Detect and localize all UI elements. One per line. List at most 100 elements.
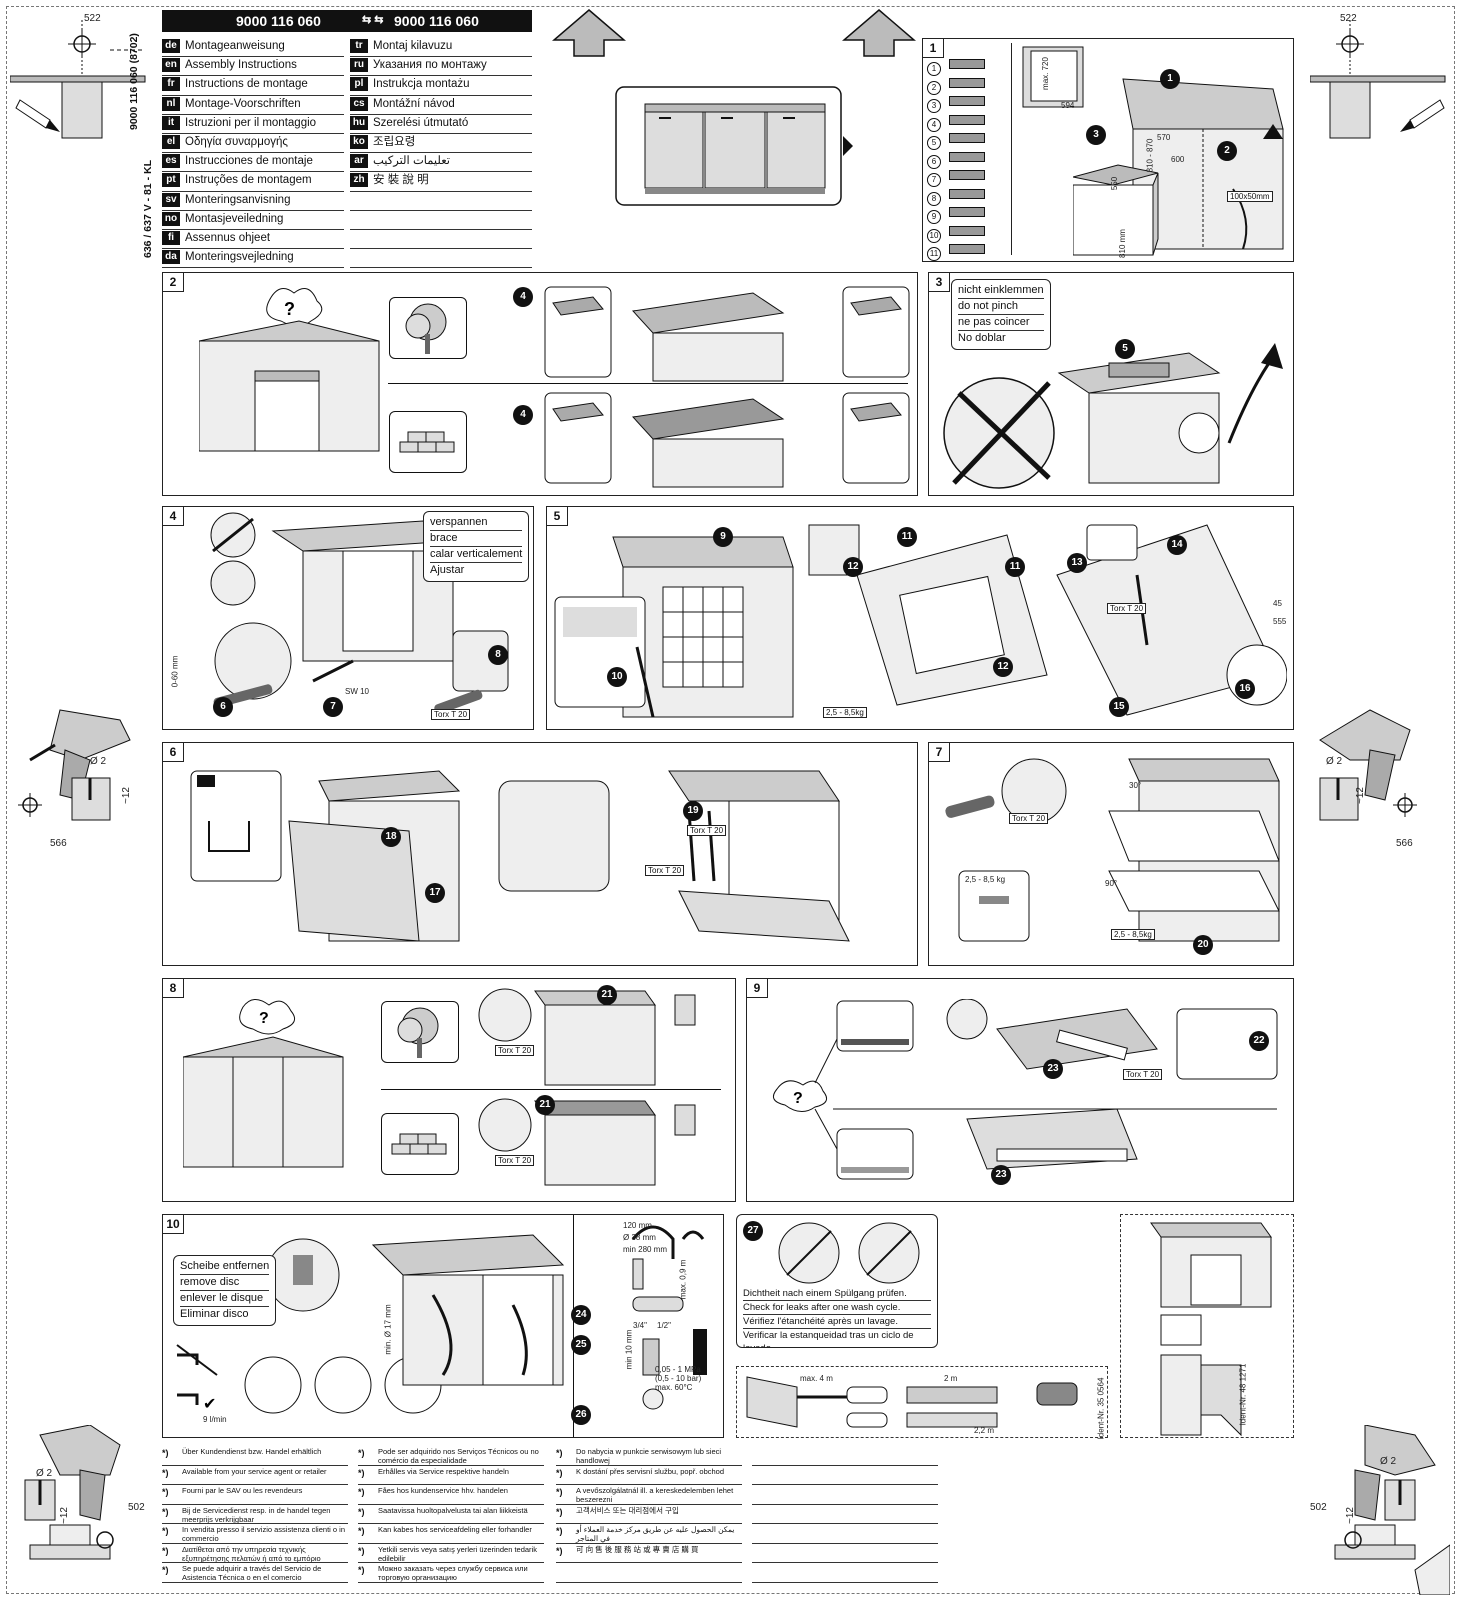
part-item: 10 <box>927 225 985 245</box>
language-row <box>350 211 532 230</box>
panel-number: 6 <box>163 743 184 762</box>
drill-depth-left: ~12 <box>120 787 132 804</box>
step-badge: 15 <box>1109 697 1129 717</box>
language-code: da <box>162 250 180 265</box>
dim-max09: max. 0,9 m <box>678 1259 688 1300</box>
step-panel-7: 7 Torx T 20 30° 90° 2,5 - 8,5 kg 2,5 - 8… <box>928 742 1294 966</box>
ident-number: Ident-Nr. 48 1271 <box>1238 1363 1248 1426</box>
part-item: 5 <box>927 133 985 152</box>
footnote-marker: *) <box>358 1448 365 1458</box>
step-badge: 4 <box>513 287 533 307</box>
footnote-row: *)Yetkili servis veya satış yerleri üzer… <box>358 1544 544 1563</box>
warning-line: No doblar <box>958 332 1006 344</box>
footnote-row: *)고객서비스 또는 대리점에서 구입 <box>556 1505 742 1524</box>
step-badge: 6 <box>213 697 233 717</box>
svg-text:✔: ✔ <box>203 1394 216 1413</box>
svg-text:?: ? <box>284 299 295 319</box>
footnote-text: Über Kundendienst bzw. Handel erhältlich <box>182 1447 322 1456</box>
language-row: ko 조립요령 <box>350 134 532 154</box>
footnote-row <box>752 1505 938 1524</box>
part-icon <box>949 151 985 162</box>
height-adjustment-drawing <box>203 511 523 725</box>
language-code: pl <box>350 77 368 92</box>
torx-label: Torx T 20 <box>1009 813 1049 824</box>
part-item: 11 <box>927 244 985 261</box>
divider <box>381 1089 721 1090</box>
footnote-text: 可 向 售 後 服 務 站 或 專 賣 店 購 買 <box>576 1544 699 1554</box>
footnote-text: Fourni par le SAV ou les revendeurs <box>182 1486 303 1495</box>
part-icon <box>949 207 985 217</box>
wrench-size: SW 10 <box>345 687 370 696</box>
torx-label: Torx T 20 <box>495 1045 535 1056</box>
language-title: 조립요령 <box>373 135 416 148</box>
step-badge: 14 <box>1167 535 1187 555</box>
dim-45: 45 <box>1273 599 1282 608</box>
step-badge: 3 <box>1086 125 1106 145</box>
door-panel-fitting-drawing <box>189 761 909 961</box>
dimension-bottom-right: 502 <box>1310 1502 1327 1513</box>
language-code: fi <box>162 230 180 245</box>
part-item: 1 <box>927 59 985 78</box>
footnote-text: Do nabycia w punkcie serwisowym lub siec… <box>576 1447 722 1465</box>
weight-range: 2,5 - 8,5 kg <box>965 875 1006 884</box>
part-item: 2 <box>927 77 985 97</box>
step-badge: 12 <box>993 657 1013 677</box>
language-code: hu <box>350 115 368 130</box>
footnote-text: A vevőszolgálatnál ill. a kereskedelembe… <box>576 1486 734 1504</box>
water-pressure: 0,05 - 1 MPa (0,5 - 10 bar) max. 60°C <box>655 1365 702 1392</box>
part-item: 9 <box>927 207 985 226</box>
language-code: cs <box>350 96 368 111</box>
footnote-row <box>752 1466 938 1485</box>
dimension-mid-left: 566 <box>50 838 67 849</box>
language-code: ko <box>350 134 368 149</box>
footnote-marker: *) <box>358 1506 365 1517</box>
instruction-line: Scheibe entfernen <box>180 1259 270 1275</box>
document-code-right: 9000 116 060 <box>394 13 479 29</box>
language-title: Instrukcja montażu <box>373 78 470 91</box>
dim-810-870: 810 - 870 <box>1145 138 1155 173</box>
leak-check-drawing <box>773 1219 933 1289</box>
language-code: zh <box>350 173 368 188</box>
footnote-text: يمكن الحصول عليه عن طريق مركز خدمة العمل… <box>576 1525 735 1543</box>
drill-depth-bottom-left: ~12 <box>58 1507 70 1524</box>
part-icon <box>949 244 985 254</box>
instruction-line: Ajustar <box>430 564 465 576</box>
language-title: Instrucciones de montaje <box>185 155 313 168</box>
up-arrow-icon <box>552 8 626 58</box>
wooden-worktop-tree-icon <box>389 297 467 359</box>
water-connection-drawing <box>233 1225 573 1430</box>
dim-570: 570 <box>1157 133 1171 142</box>
footnote-marker: *) <box>162 1565 169 1575</box>
footnote-row: *)A vevőszolgálatnál ill. a kereskedelem… <box>556 1485 742 1505</box>
drain-connection-drawing <box>603 1219 713 1429</box>
drill-illustration-mid-right <box>1310 700 1450 860</box>
language-code: el <box>162 134 180 149</box>
installation-overview-drawing <box>1073 69 1288 257</box>
step-badge: 7 <box>323 697 343 717</box>
step-panel-9: 9 ? 22 23 23 Torx T 20 <box>746 978 1294 1202</box>
part-item: 8 <box>927 188 985 208</box>
footnote-row <box>752 1524 938 1544</box>
cabinet-front-preview <box>615 86 855 208</box>
step-badge: 1 <box>1160 69 1180 89</box>
leak-check-line: Vérifiez l'étanchéité après un lavage. <box>743 1315 931 1329</box>
footnote-text: Bij de Servicedienst resp. in de handel … <box>182 1505 331 1524</box>
leak-check-line: Check for leaks after one wash cycle. <box>743 1301 931 1315</box>
plinth-options-drawing: ? <box>757 999 1287 1197</box>
drill-diameter-left: Ø 2 <box>90 756 107 767</box>
footnote-text: Se puede adquirir a través del Servicio … <box>182 1564 322 1582</box>
panel-number: 3 <box>929 273 950 292</box>
